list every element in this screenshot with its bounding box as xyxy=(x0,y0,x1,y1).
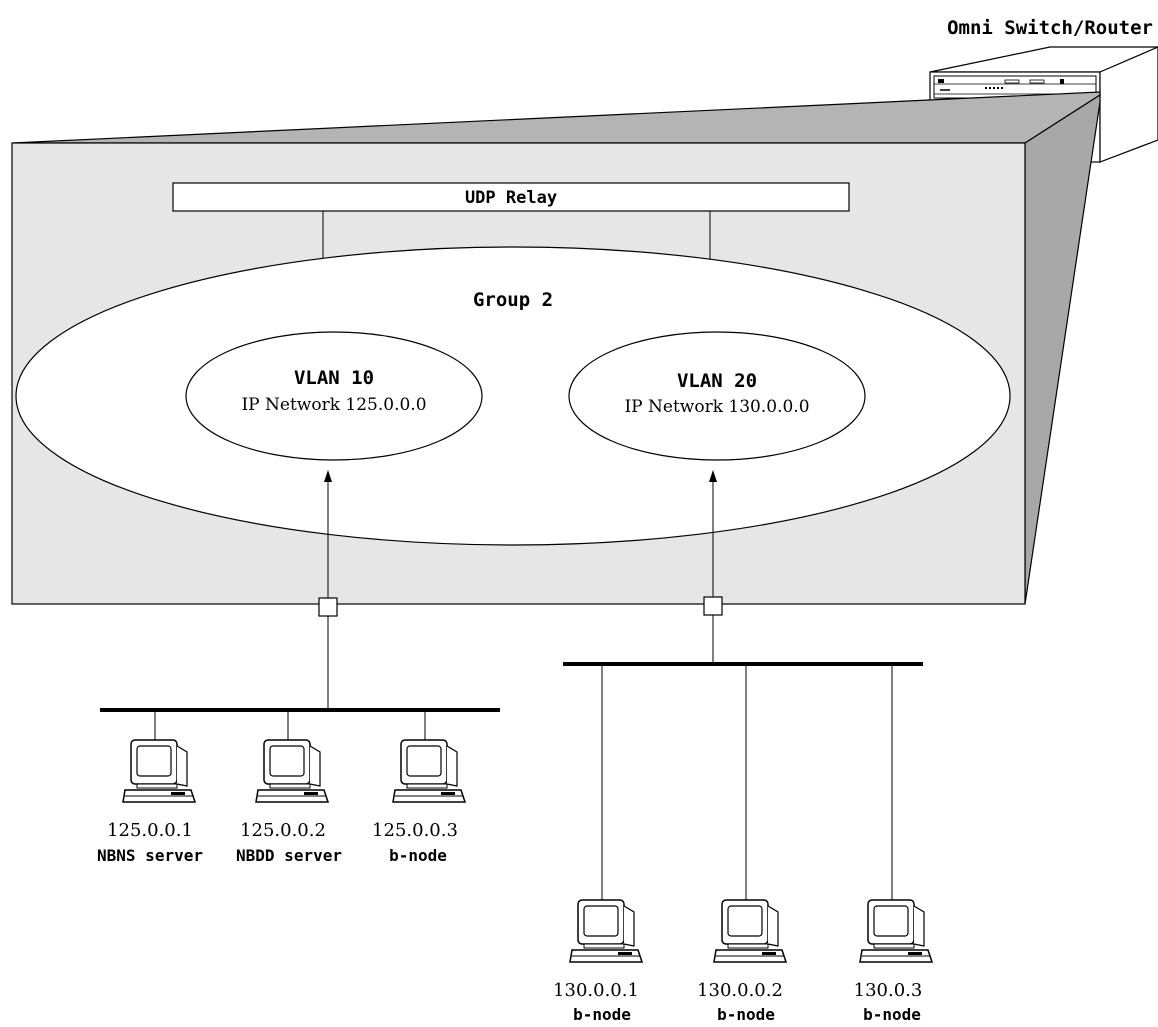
vlan-10-ellipse xyxy=(185,331,483,461)
vlan-10-network: IP Network 125.0.0.0 xyxy=(241,395,426,415)
host-ip-label: 130.0.0.2 xyxy=(697,980,783,1001)
computer-icon xyxy=(713,899,788,963)
vlan-10-name: VLAN 10 xyxy=(294,367,374,389)
port-vlan-10 xyxy=(318,597,338,617)
box-top-face xyxy=(11,91,1101,144)
diagram-title: Omni Switch/Router xyxy=(947,17,1153,39)
host-role-label: NBDD server xyxy=(236,846,342,865)
host-role-label: b-node xyxy=(389,846,447,865)
computer-icon xyxy=(569,899,644,963)
box-side-face xyxy=(1024,93,1101,605)
port-vlan-20 xyxy=(703,596,723,616)
host-ip-label: 130.0.0.1 xyxy=(553,980,639,1001)
vlan-20-name: VLAN 20 xyxy=(677,370,757,392)
group-label: Group 2 xyxy=(473,289,553,311)
vlan-20-uplink-arrow xyxy=(709,470,717,597)
udp-relay: UDP Relay xyxy=(172,182,850,212)
vlan-20: VLAN 20 IP Network 130.0.0.0 xyxy=(568,331,866,461)
computer-icon xyxy=(392,739,467,803)
vlan-10-uplink-arrow xyxy=(324,470,332,598)
host-ip-label: 125.0.0.1 xyxy=(107,820,193,841)
computer-icon xyxy=(859,899,934,963)
vlan-20-network: IP Network 130.0.0.0 xyxy=(624,397,809,417)
udp-relay-bar xyxy=(172,182,850,212)
computer-icon xyxy=(255,739,330,803)
host-ip-label: 125.0.0.3 xyxy=(372,820,458,841)
host-role-label: b-node xyxy=(717,1005,775,1024)
host-role-label: b-node xyxy=(863,1005,921,1024)
host-ip-label: 130.0.3 xyxy=(854,980,923,1001)
host-ip-label: 125.0.0.2 xyxy=(240,820,326,841)
udp-relay-label: UDP Relay xyxy=(465,188,557,208)
group-ellipse xyxy=(15,246,1011,546)
host-role-label: b-node xyxy=(573,1005,631,1024)
vlan-10: VLAN 10 IP Network 125.0.0.0 xyxy=(185,331,483,461)
vlan-20-ellipse xyxy=(568,331,866,461)
computer-icon xyxy=(122,739,197,803)
host-role-label: NBNS server xyxy=(97,846,203,865)
